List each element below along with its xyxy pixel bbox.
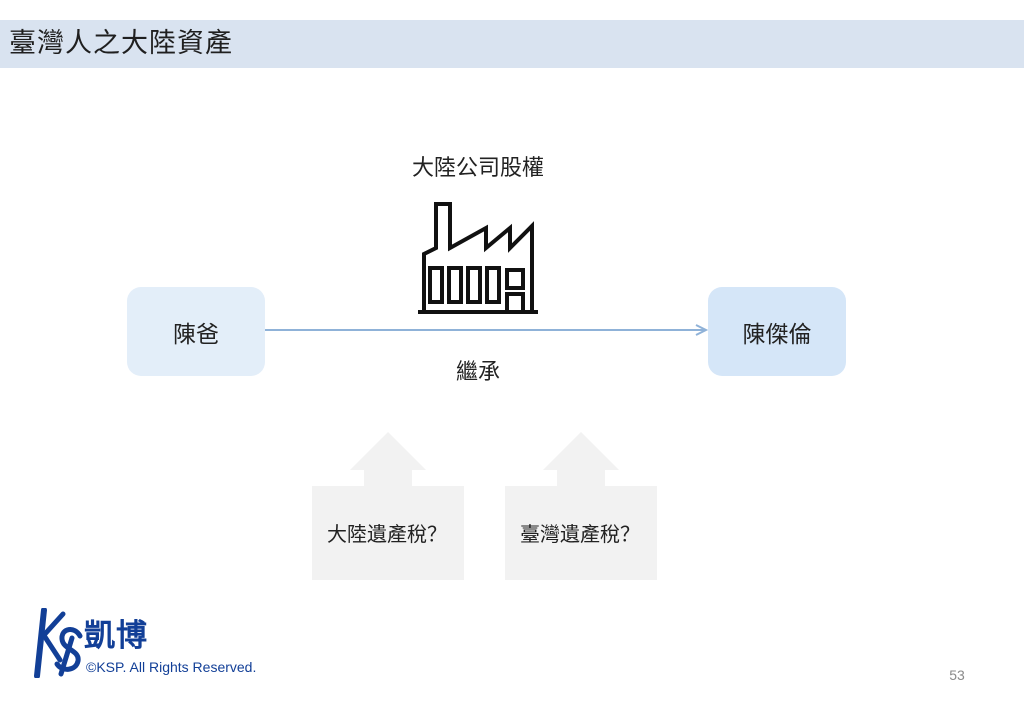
logo-text: 凱博: [84, 618, 148, 654]
asset-label: 大陸公司股權: [411, 156, 544, 181]
mainland-tax-label: 大陸遺產稅？: [327, 522, 447, 546]
up-arrow-icon: [505, 432, 657, 580]
person-box-father: 陳爸: [127, 287, 265, 376]
inheritance-arrow: [265, 324, 709, 336]
factory-icon: [418, 202, 538, 314]
up-arrow-icon: [312, 432, 464, 580]
person-label-father: 陳爸: [173, 321, 219, 348]
copyright-text: ©KSP. All Rights Reserved.: [86, 659, 257, 675]
person-label-heir: 陳傑倫: [742, 321, 812, 348]
title-bar: [0, 20, 1024, 68]
page-title: 臺灣人之大陸資產: [9, 28, 233, 59]
taiwan-tax-label: 臺灣遺產稅？: [520, 522, 640, 546]
page-number: 53: [949, 667, 965, 683]
person-box-heir: 陳傑倫: [708, 287, 846, 376]
inheritance-label: 繼承: [455, 360, 500, 385]
ksp-logo-icon: [34, 608, 83, 678]
